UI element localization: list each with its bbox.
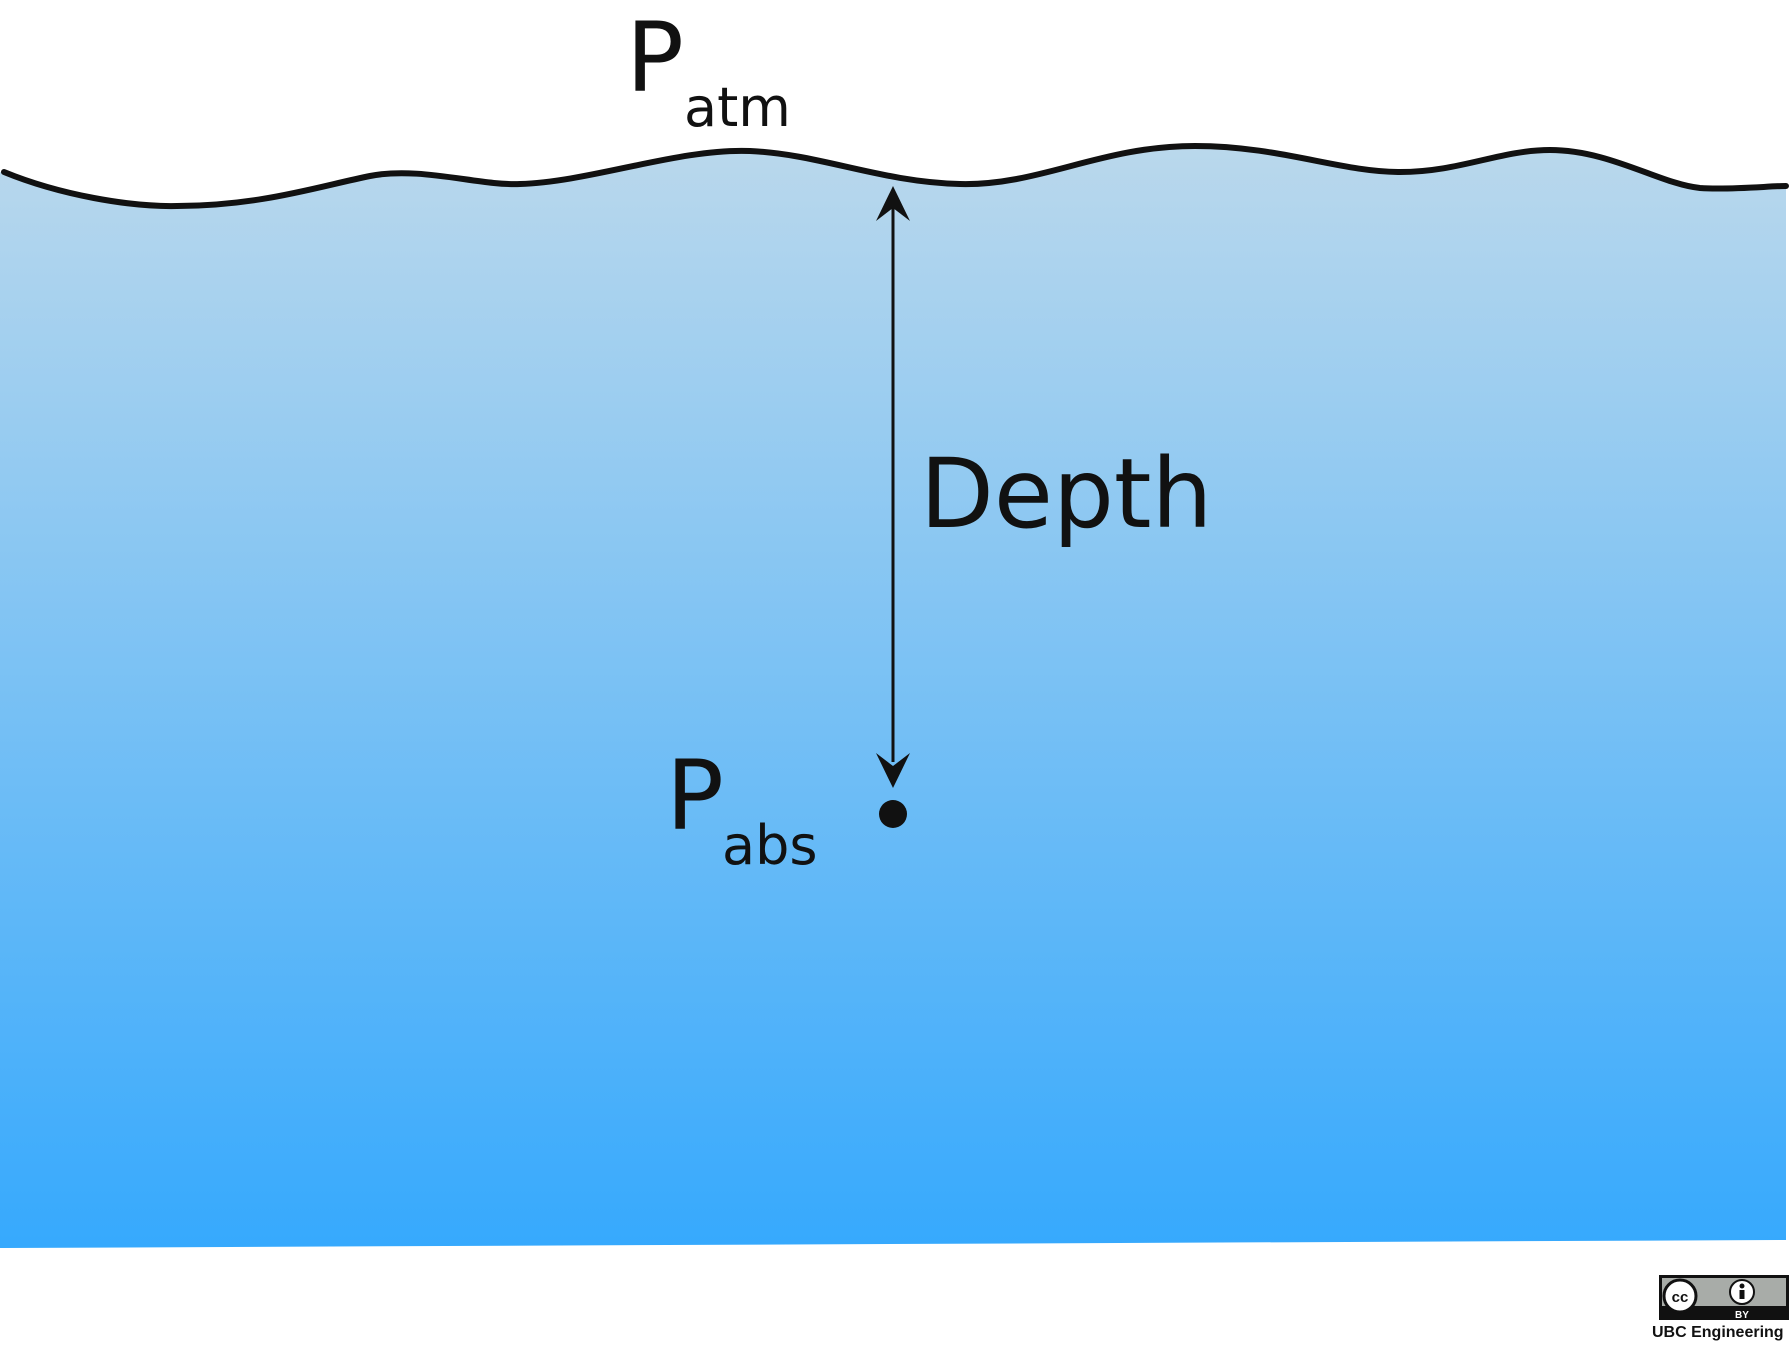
pabs-subscript: abs [722, 814, 818, 877]
patm-subscript: atm [684, 76, 791, 139]
pabs-label: P [666, 740, 724, 852]
license-credit: UBC Engineering [1652, 1324, 1784, 1341]
cc-icon-text: cc [1672, 1289, 1689, 1306]
depth-label: Depth [920, 438, 1212, 550]
by-person-head [1739, 1283, 1745, 1289]
by-person-body [1739, 1290, 1745, 1299]
by-text: BY [1735, 1310, 1749, 1321]
cc-icon [1662, 1278, 1698, 1314]
depth-arrow-head-down [876, 753, 910, 788]
measurement-point [879, 800, 907, 828]
depth-arrow-head-up [876, 186, 910, 221]
patm-label: P [626, 2, 684, 114]
water-surface-line [1, 142, 1789, 210]
cc-by-badge: cc BY [1659, 1275, 1789, 1321]
